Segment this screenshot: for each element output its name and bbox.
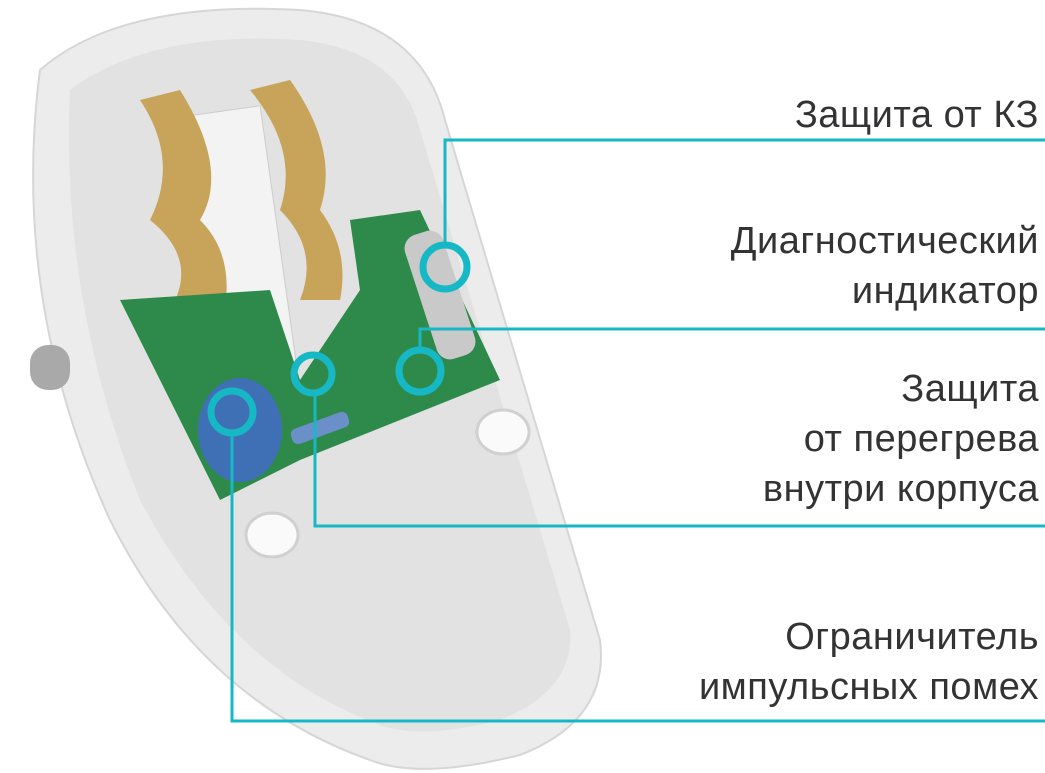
label-surge-limiter: Ограничитель импульсных помех xyxy=(699,612,1039,712)
label-line: импульсных помех xyxy=(698,666,1039,708)
label-line: индикатор xyxy=(851,270,1039,312)
callout-line-surge xyxy=(230,434,1045,723)
screw-hole xyxy=(475,408,531,456)
label-line: Диагностический xyxy=(730,220,1039,262)
label-line: Ограничитель xyxy=(785,616,1039,658)
callout-marker-indicator xyxy=(395,346,445,396)
callout-line-indicator xyxy=(418,327,1045,348)
plug-pin xyxy=(30,345,70,390)
label-line: внутри корпуса xyxy=(762,468,1039,510)
callout-line-overheat xyxy=(313,394,1045,528)
label-overheat-protection: Защита от перегрева внутри корпуса xyxy=(763,364,1039,514)
screw-hole xyxy=(244,511,300,559)
contact-left xyxy=(140,90,227,330)
label-line: от перегрева xyxy=(803,418,1039,460)
callout-marker-short-circuit xyxy=(419,241,471,293)
callout-marker-overheat xyxy=(290,351,336,397)
label-short-circuit-protection: Защита от КЗ xyxy=(795,90,1039,140)
resistor xyxy=(290,411,350,445)
label-diagnostic-indicator: Диагностический индикатор xyxy=(731,216,1039,316)
callout-line-short-circuit xyxy=(443,138,1045,244)
callout-marker-surge xyxy=(207,387,257,437)
contact-right xyxy=(250,80,343,300)
label-line: Защита xyxy=(901,368,1039,410)
label-line: Защита от КЗ xyxy=(794,94,1039,136)
